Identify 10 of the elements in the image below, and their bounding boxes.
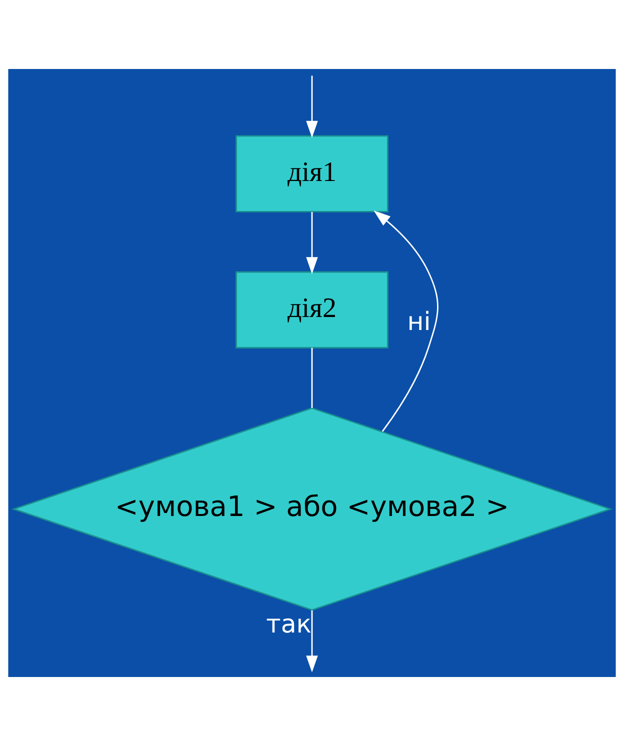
arrow [374, 210, 438, 432]
connector [311, 347, 313, 408]
arrow [306, 75, 318, 138]
node-box: дія2 [236, 270, 388, 348]
node-box: дія1 [236, 134, 388, 212]
edge-label: ні [407, 306, 431, 336]
edge-label: так [266, 608, 312, 638]
arrow [306, 211, 318, 274]
node-diamond: <умова1 > або <умова2 > [12, 406, 612, 610]
arrow [306, 610, 318, 672]
